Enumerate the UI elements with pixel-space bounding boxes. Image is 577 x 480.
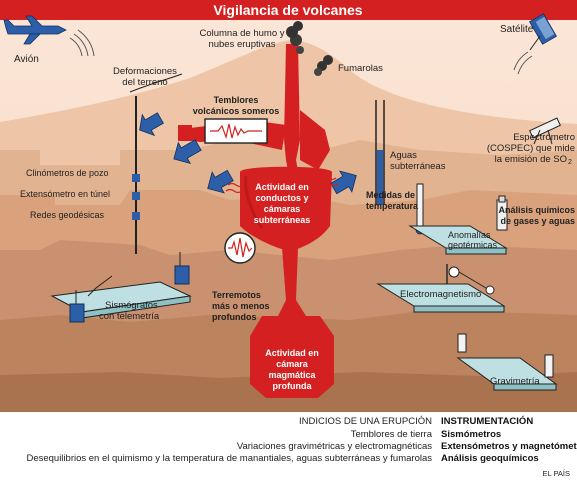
label-avion: Avión: [14, 54, 39, 65]
extensometer-sensor: [132, 192, 140, 200]
label-temblores: Temblores: [214, 95, 259, 105]
arrow-deformation-1: [139, 112, 164, 137]
label-terremotos: Terremotos: [212, 290, 261, 300]
label-column: Columna de humo y: [199, 28, 284, 39]
label-gravimetria: Gravimetría: [490, 376, 540, 387]
seismograph-platform: [50, 252, 192, 323]
telemetry-antenna: [87, 275, 113, 297]
label-anomalias: Anomalías: [448, 230, 491, 240]
seismograph-box-1: [69, 303, 85, 323]
signal-arrows: [139, 112, 357, 195]
credit: EL PAÍS: [542, 469, 570, 478]
svg-text:nubes eruptivas: nubes eruptivas: [208, 39, 275, 50]
cospec-spectrometer: [529, 117, 561, 145]
title-bar: [0, 0, 577, 20]
label-fumarolas: Fumarolas: [338, 63, 383, 74]
label-extensometro: Extensómetro en túnel: [20, 189, 110, 199]
gravimetry-platform: [456, 333, 558, 391]
svg-text:más o menos: más o menos: [212, 301, 270, 311]
label-redes: Redes geodésicas: [30, 210, 105, 220]
legend-instrumento-1: Sismómetros: [441, 429, 501, 440]
arrow-groundwater: [330, 170, 357, 195]
smoke-column: [286, 21, 333, 76]
chemical-analysis-station: [496, 195, 508, 231]
shallow-tremor-seismogram: [204, 118, 268, 144]
arrow-deformation-3: [207, 169, 234, 194]
clinometer-sensor: [132, 174, 140, 182]
svg-text:cámara: cámara: [276, 359, 309, 369]
deep-earthquake-seismogram: [224, 232, 256, 264]
legend-instrumento-2: Extensómetros y magnetómetros: [441, 441, 577, 452]
legend-indicios-header: INDICIOS DE UNA ERUPCIÓN: [299, 416, 432, 427]
svg-text:cámaras: cámaras: [264, 204, 301, 214]
label-deformaciones: Deformaciones: [113, 66, 177, 77]
label-sismografos: Sismógrafos: [105, 300, 158, 311]
svg-text:magmática: magmática: [268, 370, 316, 380]
page-title: Vigilancia de volcanes: [213, 2, 362, 18]
legend-indicio-2: Variaciones gravimétricas y electromagné…: [237, 441, 432, 452]
label-espectrometro: Espectrómetro: [513, 132, 575, 143]
label-actividad-camara: Actividad en: [265, 348, 319, 358]
seismic-wave: [210, 123, 262, 140]
svg-text:la emisión de SO: la emisión de SO: [495, 154, 567, 165]
satellite-icon: [513, 13, 557, 75]
magma-chamber: [250, 316, 334, 398]
label-satelite: Satélite: [500, 24, 534, 35]
svg-text:del terreno: del terreno: [122, 77, 167, 88]
deep-conduit: [278, 248, 306, 316]
svg-text:profundos: profundos: [212, 312, 257, 322]
electromagnetism-platform: [376, 264, 506, 313]
label-electromagnetismo: Electromagnetismo: [400, 289, 481, 300]
main-conduit: [284, 44, 300, 182]
svg-text:con telemetría: con telemetría: [99, 311, 160, 322]
label-medidas: Medidas de: [366, 190, 415, 200]
geothermal-platform: [408, 225, 508, 255]
legend-instrumento-3: Análisis geoquímicos: [441, 453, 539, 464]
label-analisis: Análisis químicos: [498, 205, 575, 215]
legend-indicio-3: Desequilibrios en el quimismo y la tempe…: [26, 453, 432, 464]
water-level: [377, 150, 383, 205]
legend-instrumentacion-header: INSTRUMENTACIÓN: [441, 415, 533, 427]
seismograph-box-2: [174, 265, 190, 285]
svg-text:volcánicos someros: volcánicos someros: [193, 106, 280, 116]
svg-text:temperatura: temperatura: [366, 201, 419, 211]
svg-text:subterráneas: subterráneas: [254, 215, 311, 225]
svg-text:de gases y aguas: de gases y aguas: [500, 216, 575, 226]
svg-text:(COSPEC) que mide: (COSPEC) que mide: [487, 143, 575, 154]
arrow-deformation-2: [173, 139, 202, 165]
borehole-instruments: [132, 96, 140, 254]
geodetic-sensor: [132, 212, 140, 220]
svg-text:2: 2: [568, 159, 572, 166]
label-actividad-conductos: Actividad en: [255, 182, 309, 192]
side-conduit: [300, 110, 330, 170]
airplane-icon: [3, 15, 95, 57]
labels: Avión Satélite Columna de humo y nubes e…: [14, 24, 575, 391]
svg-text:conductos y: conductos y: [255, 193, 308, 203]
shallow-chamber: [240, 166, 332, 250]
heat-waves: [225, 175, 339, 194]
label-clinometros: Clinómetros de pozo: [26, 168, 109, 178]
groundwater-well: [375, 100, 385, 205]
legend-indicio-1: Temblores de tierra: [351, 429, 433, 440]
legend: INDICIOS DE UNA ERUPCIÓN Temblores de ti…: [26, 415, 577, 478]
label-aguas: Aguas: [390, 150, 417, 161]
svg-text:profunda: profunda: [273, 381, 313, 391]
svg-text:subterráneas: subterráneas: [390, 161, 446, 172]
svg-text:geotérmicas: geotérmicas: [448, 240, 498, 250]
